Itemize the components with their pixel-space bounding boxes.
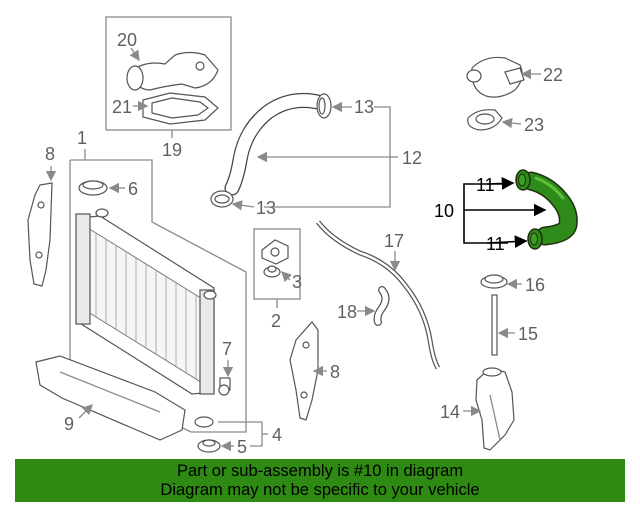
- mount-insulator-3: [263, 265, 281, 278]
- callout-2: 2: [271, 311, 281, 331]
- callout-14: 14: [440, 402, 460, 422]
- thermostat-housing-box: [105, 16, 232, 131]
- callout-21: 21: [112, 97, 132, 117]
- hose-clamp-13-lower: [210, 190, 234, 208]
- callout-23: 23: [524, 115, 544, 135]
- banner-line-1: Part or sub-assembly is #10 in diagram: [176, 462, 464, 480]
- clamp-11-lower: [527, 228, 543, 250]
- radiator-part: [75, 208, 217, 395]
- callout-5: 5: [237, 437, 247, 457]
- reservoir-cap-16: [480, 274, 508, 289]
- callout-11a: 11: [476, 175, 495, 195]
- callout-9: 9: [64, 414, 74, 434]
- callout-15: 15: [518, 324, 538, 344]
- thermostat-housing-part: [126, 51, 219, 91]
- radiator-cap-6: [78, 180, 108, 196]
- callout-17: 17: [384, 231, 404, 251]
- callout-18: 18: [337, 302, 357, 322]
- callout-3: 3: [292, 272, 302, 292]
- air-guard-9: [35, 355, 186, 441]
- callout-19: 19: [162, 140, 182, 160]
- coolant-reservoir-14: [475, 367, 515, 451]
- callout-16: 16: [525, 275, 545, 295]
- drain-plug-7: [218, 377, 231, 396]
- water-outlet-part: [466, 56, 525, 98]
- callout-6: 6: [128, 179, 138, 199]
- callout-10: 10: [434, 201, 454, 221]
- insulator-upper: [194, 416, 214, 428]
- leader-10-11: [463, 183, 508, 244]
- hose-part-10-highlighted: [521, 171, 578, 246]
- thermostat-gasket-part: [142, 92, 219, 125]
- callout-4: 4: [272, 425, 282, 445]
- mount-bracket-part: [261, 239, 289, 265]
- bracket-8-middle: [289, 321, 319, 421]
- overflow-tube-17: [316, 220, 441, 370]
- callout-12: 12: [402, 148, 422, 168]
- callout-13a: 13: [354, 97, 374, 117]
- clamp-11-upper: [515, 169, 531, 191]
- bracket-8-left: [27, 182, 53, 287]
- callout-1: 1: [77, 128, 87, 148]
- callout-7: 7: [222, 339, 232, 359]
- water-outlet-gasket-part: [467, 109, 503, 131]
- tube-15: [491, 294, 498, 356]
- callout-13b: 13: [256, 198, 276, 218]
- callout-20: 20: [117, 30, 137, 50]
- insulator-5: [197, 439, 221, 453]
- callout-8b: 8: [330, 362, 340, 382]
- hose-clamp-13-upper: [316, 93, 332, 119]
- upper-radiator-hose: [224, 93, 330, 196]
- info-banner: Part or sub-assembly is #10 in diagram D…: [15, 459, 625, 502]
- callout-22: 22: [543, 65, 563, 85]
- callout-11b: 11: [486, 234, 505, 254]
- callout-8a: 8: [45, 144, 55, 164]
- banner-line-2: Diagram may not be specific to your vehi…: [160, 481, 480, 499]
